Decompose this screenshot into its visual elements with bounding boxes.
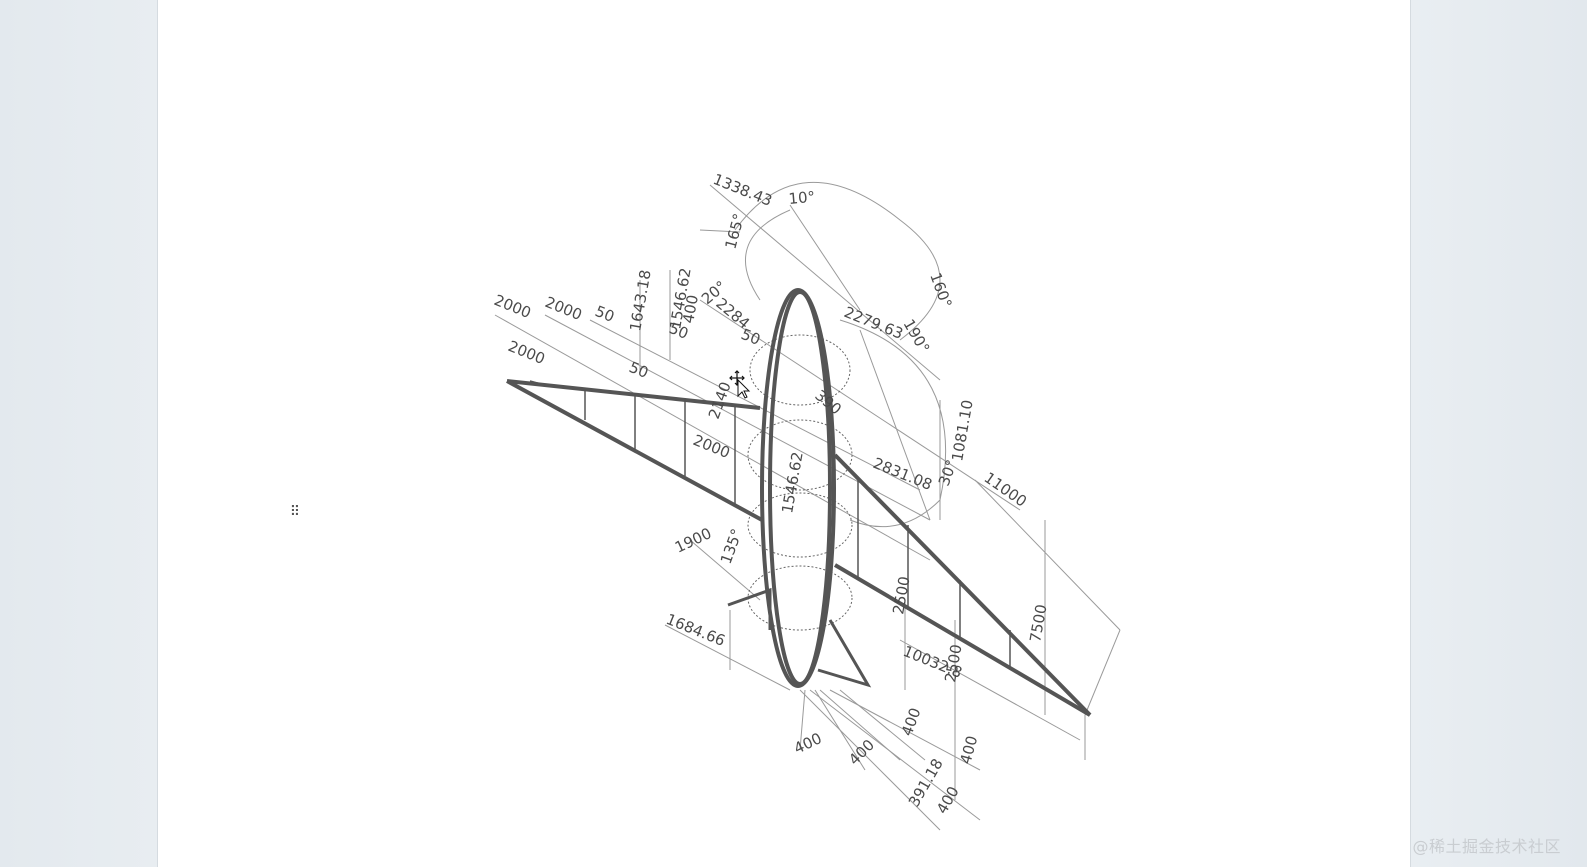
dim-label: 2000 — [492, 291, 534, 322]
dim-label: 2000 — [506, 337, 548, 368]
dim-label: 10° — [788, 188, 816, 208]
right-wing — [833, 453, 1092, 717]
dim-label: 50 — [627, 358, 651, 382]
dim-label: 165° — [721, 211, 748, 251]
dim-label: 1338.43 — [711, 170, 775, 210]
drag-handle-icon[interactable]: ⠿ — [289, 504, 301, 520]
watermark: @稀土掘金技术社区 — [1412, 837, 1561, 856]
dim-label: 7500 — [1026, 603, 1050, 644]
dim-label: 1900 — [672, 524, 714, 556]
dim-label: 160° — [926, 270, 955, 310]
dim-label: 1684.66 — [664, 610, 728, 650]
right-margin — [1411, 0, 1587, 867]
dim-label: 2000 — [543, 293, 585, 324]
dim-label: 400 — [933, 783, 963, 817]
dim-label: 400 — [679, 293, 702, 324]
aircraft-frame-drawing: 1338.43 10° 165° 160° 2000 2000 50 1643.… — [492, 170, 1121, 831]
dim-label: 2000 — [691, 431, 733, 462]
dim-label: 400 — [898, 705, 925, 738]
dim-label: 2279.63 — [842, 303, 906, 343]
dim-label: 1643.18 — [626, 268, 654, 332]
dim-label: 50 — [667, 319, 691, 343]
dim-label: 1081.10 — [948, 398, 976, 462]
move-cursor-icon — [729, 370, 751, 399]
left-margin — [0, 0, 157, 867]
dim-label: 135° — [717, 526, 746, 566]
dim-label: 400 — [791, 729, 825, 757]
dim-label: 1546.62 — [778, 450, 806, 514]
dim-label: 2831.08 — [871, 454, 935, 494]
tail — [727, 587, 872, 688]
dim-label: 50 — [593, 302, 617, 326]
dim-label: 50 — [739, 325, 763, 349]
dim-label: 2500 — [941, 643, 965, 684]
document-page[interactable] — [157, 0, 1411, 867]
dim-label: 400 — [956, 734, 981, 766]
left-wing — [506, 379, 763, 522]
dim-label: 400 — [845, 736, 878, 769]
fuselage-frame — [760, 288, 836, 688]
